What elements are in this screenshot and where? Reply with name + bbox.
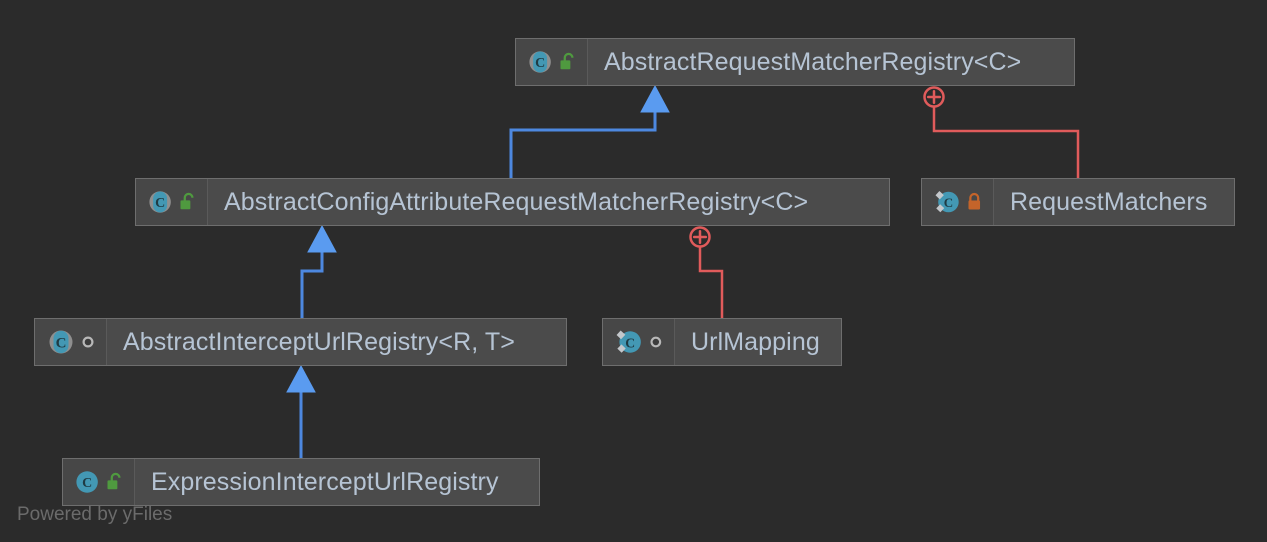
class-node-abstract-intercept-url-registry[interactable]: C AbstractInterceptUrlRegistry<R, T> xyxy=(34,318,567,366)
nested-class-icon: C xyxy=(616,330,641,353)
node-icon-gutter: C xyxy=(35,319,107,365)
edge-inheritance-config-attribute-to-request-matcher[interactable] xyxy=(509,84,670,178)
unlock-green-icon xyxy=(107,472,121,490)
unlock-green-icon xyxy=(560,52,574,70)
class-node-label: ExpressionInterceptUrlRegistry xyxy=(151,467,499,496)
abstract-class-icon: C xyxy=(49,330,72,354)
visibility-circle-icon xyxy=(81,336,94,348)
edge-containment-url-mapping[interactable] xyxy=(689,226,724,319)
class-node-request-matchers[interactable]: C RequestMatchers xyxy=(921,178,1235,226)
svg-text:C: C xyxy=(82,476,92,491)
abstract-class-icon: C xyxy=(529,51,551,73)
svg-text:C: C xyxy=(535,56,545,71)
edge-inheritance-expression-to-intercept-url[interactable] xyxy=(286,364,316,458)
node-icon-gutter: C xyxy=(603,319,675,365)
class-node-expression-intercept-url-registry[interactable]: C ExpressionInterceptUrlRegistry xyxy=(62,458,540,506)
class-node-label: AbstractInterceptUrlRegistry<R, T> xyxy=(123,327,515,356)
node-icon-gutter: C xyxy=(136,179,208,225)
class-node-url-mapping[interactable]: C UrlMapping xyxy=(602,318,842,366)
node-icon-gutter: C xyxy=(63,459,135,505)
lock-orange-icon xyxy=(968,192,981,210)
abstract-class-icon: C xyxy=(149,191,171,213)
svg-text:C: C xyxy=(55,336,66,352)
class-node-abstract-config-attribute-request-matcher-registry[interactable]: C AbstractConfigAttributeRequestMatcherR… xyxy=(135,178,890,226)
class-node-abstract-request-matcher-registry[interactable]: C AbstractRequestMatcherRegistry<C> xyxy=(515,38,1075,86)
node-icon-gutter: C xyxy=(922,179,994,225)
unlock-green-icon xyxy=(180,192,194,210)
edge-inheritance-intercept-url-to-config-attribute[interactable] xyxy=(300,224,337,318)
yfiles-watermark: Powered by yFiles xyxy=(17,504,173,525)
class-node-label: RequestMatchers xyxy=(1010,187,1208,216)
svg-text:C: C xyxy=(944,195,953,210)
svg-text:C: C xyxy=(155,196,165,211)
svg-text:C: C xyxy=(625,335,635,350)
visibility-circle-icon xyxy=(650,336,662,348)
class-node-label: UrlMapping xyxy=(691,327,820,356)
class-node-label: AbstractConfigAttributeRequestMatcherReg… xyxy=(224,187,809,216)
nested-class-icon: C xyxy=(935,191,959,213)
concrete-class-icon: C xyxy=(76,471,98,493)
edge-containment-request-matchers[interactable] xyxy=(923,86,1080,179)
node-icon-gutter: C xyxy=(516,39,588,85)
class-node-label: AbstractRequestMatcherRegistry<C> xyxy=(604,47,1022,76)
